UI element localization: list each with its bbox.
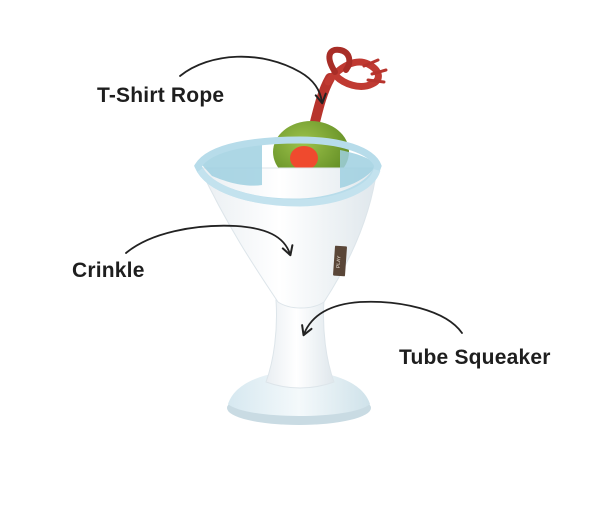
crinkle-callout-arrow	[125, 224, 294, 257]
glass-base	[227, 370, 371, 425]
crinkle-label: Crinkle	[72, 259, 145, 282]
brand-tag-text: PLAY	[336, 255, 343, 268]
glass-bowl: PLAY	[194, 136, 382, 309]
glass-stem	[265, 299, 335, 389]
squeaker-callout-arrow	[301, 300, 463, 337]
tube-squeaker-label: Tube Squeaker	[399, 346, 551, 369]
rope-callout-arrow	[179, 55, 327, 105]
t-shirt-rope-label: T-Shirt Rope	[97, 84, 225, 107]
